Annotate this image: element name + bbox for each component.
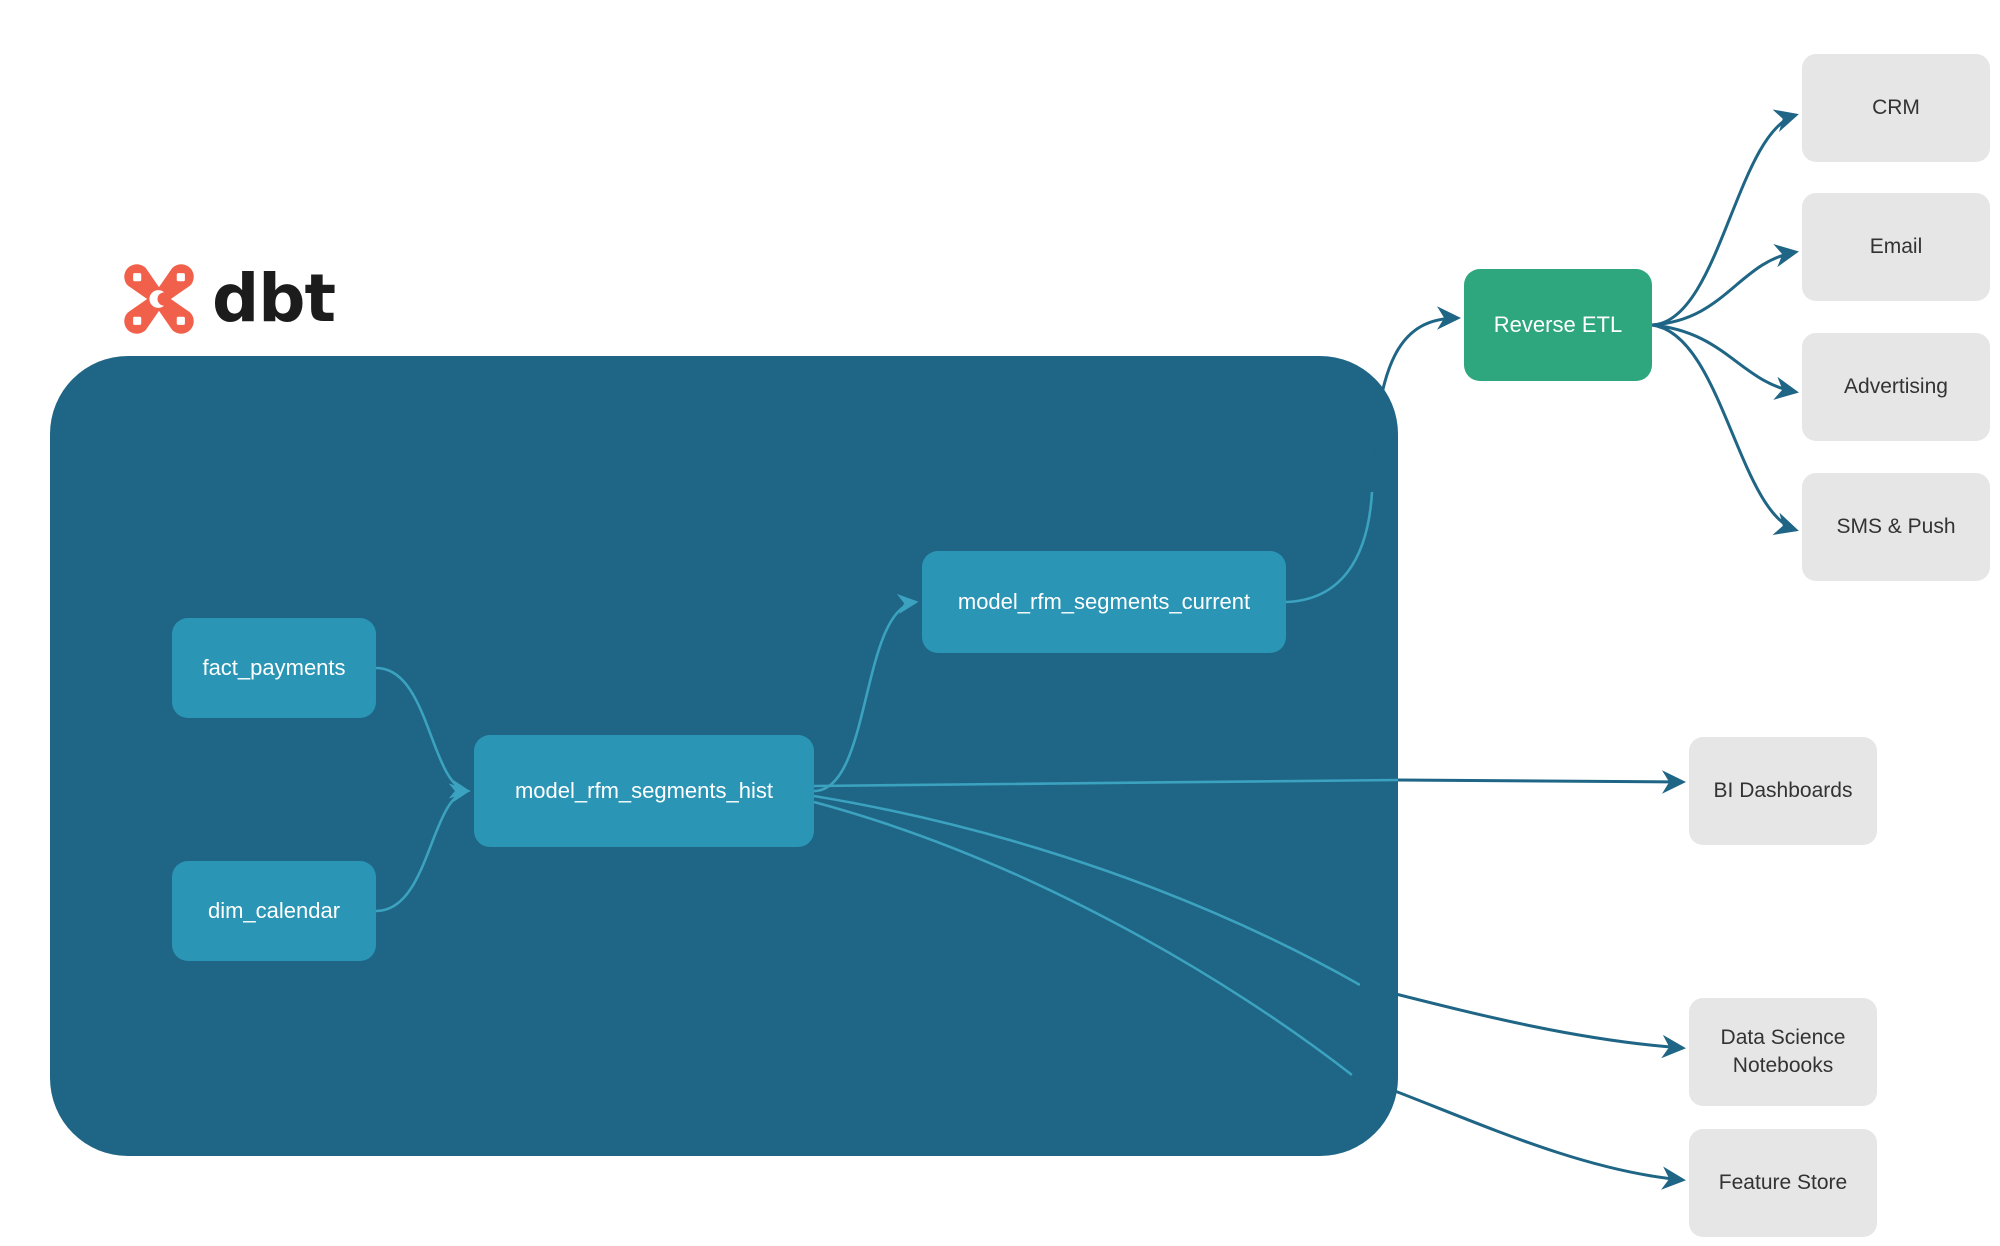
node-label-wrap: Data Science Notebooks bbox=[1721, 1024, 1846, 1081]
node-sms-push[interactable]: SMS & Push bbox=[1802, 473, 1990, 581]
node-label: Reverse ETL bbox=[1493, 312, 1623, 337]
node-feature-store[interactable]: Feature Store bbox=[1689, 1129, 1877, 1237]
node-label: model_rfm_segments_current bbox=[957, 589, 1251, 614]
node-label-line1: Data Science bbox=[1720, 1025, 1846, 1049]
node-label-line2: Notebooks bbox=[1732, 1054, 1834, 1077]
dbt-wordmark: dbt bbox=[212, 260, 336, 337]
node-label: Feature Store bbox=[1718, 1170, 1848, 1194]
node-email[interactable]: Email bbox=[1802, 193, 1990, 301]
node-model-rfm-segments-current[interactable]: model_rfm_segments_current bbox=[922, 551, 1286, 653]
node-label: model_rfm_segments_hist bbox=[514, 778, 773, 803]
node-label: fact_payments bbox=[202, 655, 346, 680]
node-label: CRM bbox=[1872, 95, 1920, 119]
node-label: BI Dashboards bbox=[1713, 778, 1853, 802]
node-dim-calendar[interactable]: dim_calendar bbox=[172, 861, 376, 961]
node-label: dim_calendar bbox=[207, 898, 341, 923]
node-label: Advertising bbox=[1844, 374, 1948, 398]
node-bi-dashboards[interactable]: BI Dashboards bbox=[1689, 737, 1877, 845]
node-label: Email bbox=[1869, 234, 1923, 258]
dbt-mark-icon bbox=[124, 264, 194, 334]
node-data-science-notebooks[interactable]: Data Science Notebooks bbox=[1689, 998, 1877, 1106]
node-model-rfm-segments-hist[interactable]: model_rfm_segments_hist bbox=[474, 735, 814, 847]
node-reverse-etl[interactable]: Reverse ETL bbox=[1464, 269, 1652, 381]
node-crm[interactable]: CRM bbox=[1802, 54, 1990, 162]
node-label: SMS & Push bbox=[1836, 514, 1956, 538]
node-fact-payments[interactable]: fact_payments bbox=[172, 618, 376, 718]
dbt-logo: dbt bbox=[122, 258, 342, 340]
node-advertising[interactable]: Advertising bbox=[1802, 333, 1990, 441]
